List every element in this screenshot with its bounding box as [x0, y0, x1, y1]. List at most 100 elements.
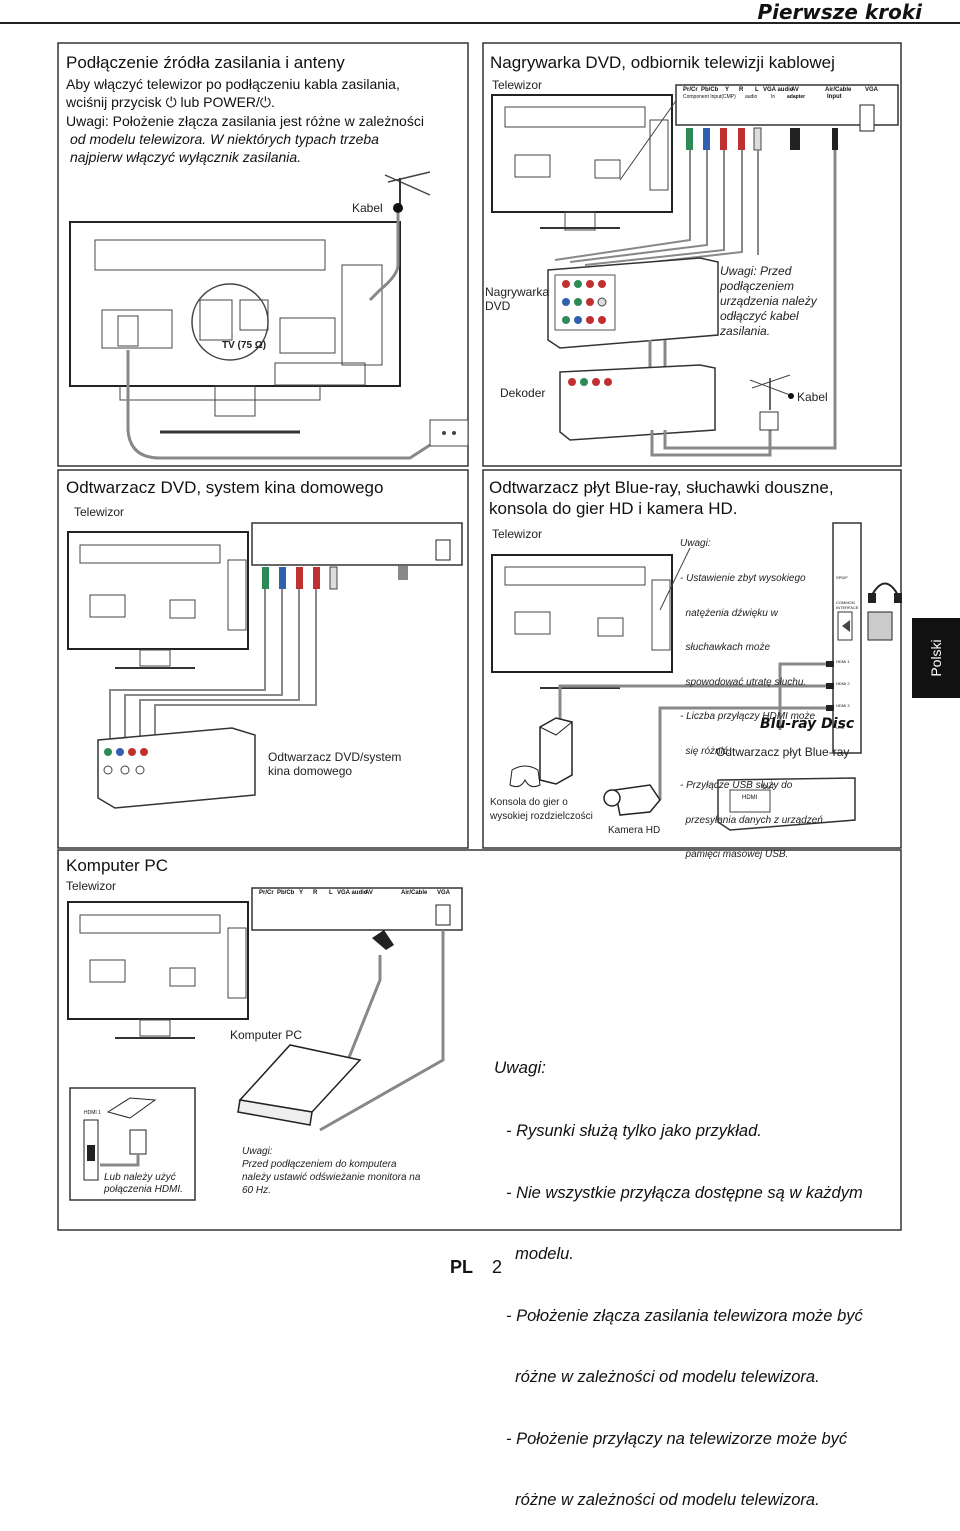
port-pbcb: Pb/Cb: [701, 87, 719, 93]
hd-camera-icon: [603, 784, 661, 816]
usb-label: USB: [836, 725, 845, 730]
antenna-icon: [384, 171, 431, 213]
pc-note-1: Uwagi:: [242, 1146, 273, 1157]
pc-tv-back: [67, 901, 249, 1039]
bluray-out-label: OUT: [762, 785, 775, 791]
bluray-note-line: - Ustawienie zbyt wysokiego: [680, 573, 806, 584]
dvr-note-4: odłączyć kabel: [720, 309, 799, 323]
bluray-section-frame: [482, 469, 902, 849]
dvr-note-1: Uwagi: Przed: [720, 264, 792, 278]
dvr-cable-label: Kabel: [797, 390, 828, 404]
antenna-cable: [368, 213, 400, 302]
footer-lang: PL: [450, 1257, 474, 1277]
bluray-player-box: [717, 777, 856, 831]
pc-port-prcr: Pr/Cr: [259, 890, 274, 896]
dvr-plugs: [686, 104, 875, 151]
pc-note-3: należy ustawić odświeżanie monitora na: [242, 1172, 421, 1183]
port-audio: audio: [745, 94, 758, 100]
dvd-port-strip: [251, 522, 463, 566]
pc-port-av: AV: [365, 890, 373, 896]
pc-port-aircable: Air/Cable: [401, 890, 428, 896]
dvd-section-frame: [57, 469, 469, 849]
power-instruction-2: wciśnij przycisk ⏻ lub POWER/⏻.: [66, 94, 275, 110]
bluray-notes: - Ustawienie zbyt wysokiego natężenia dź…: [680, 550, 823, 872]
power-cable-label: Kabel: [352, 201, 383, 215]
general-note-line: - Rysunki służą tylko jako przykład.: [506, 1122, 762, 1140]
bluray-note-title: Uwagi:: [680, 538, 711, 549]
bluray-note-line: przesyłania danych z urządzeń: [680, 814, 823, 826]
pc-port-vga-audio: VGA audio: [337, 890, 368, 896]
general-notes-title: Uwagi:: [494, 1058, 546, 1077]
power-tv-back: [69, 221, 401, 434]
bluray-player-label: Odtwarzacz płyt Blue-ray: [716, 745, 850, 759]
bluray-note-line: pamięci masowej USB.: [680, 849, 789, 860]
port-av: AV: [791, 87, 799, 93]
port-aircable: Air/Cable: [825, 87, 852, 93]
pc-section-frame: [57, 849, 902, 1231]
power-note-2: od modelu telewizora. W niektórych typac…: [70, 131, 379, 147]
general-note-line: - Położenie przyłączy na telewizorze moż…: [506, 1429, 848, 1448]
port-vga-in: In: [771, 94, 776, 100]
power-instruction-1: Aby włączyć telewizor po podłączeniu kab…: [66, 76, 400, 92]
game-console-icon: [509, 717, 573, 788]
dvd-plugs: [262, 539, 451, 590]
pc-port-l: L: [329, 890, 333, 896]
power-instruction-2b: lub: [180, 94, 200, 110]
power-button-label: POWER/: [203, 94, 260, 110]
audio-plug-icon: [372, 930, 394, 950]
recorder-label-1: Nagrywarka: [485, 285, 550, 299]
port-vga-audio: VGA audio: [763, 87, 794, 93]
decoder-label: Dekoder: [500, 386, 546, 400]
hdmi3-label: HDMI 3: [836, 703, 850, 708]
dvr-note-2: podłączeniem: [720, 279, 795, 293]
pc-port-pbcb: Pb/Cb: [277, 890, 295, 896]
power-note-1: Uwagi: Położenie złącza zasilania jest r…: [66, 113, 424, 129]
common-interface-label: COMMON INTERFACE: [836, 600, 859, 610]
bluray-note-line: - Przyłącze USB służy do: [680, 780, 793, 791]
pc-port-r: R: [313, 890, 318, 896]
bluray-section-title-1: Odtwarzacz płyt Blue-ray, słuchawki dous…: [489, 478, 834, 497]
power-icon: ⏻: [165, 94, 177, 110]
pc-tv-label: Telewizor: [66, 879, 117, 893]
connection-diagrams: Blu-ray Disc: [57, 42, 902, 1231]
port-r: R: [739, 87, 744, 93]
hdmi2-label: HDMI 2: [836, 681, 850, 686]
port-adapter: adapter: [787, 94, 806, 100]
port-y: Y: [725, 87, 730, 93]
bluray-hdmi-label: HDMI: [742, 795, 758, 801]
bluray-note-line: - Liczba przyłączy HDMI może: [680, 711, 816, 722]
decoder-box: [559, 364, 716, 441]
pc-port-vga: VGA: [437, 890, 451, 896]
general-note-line: różne w zależności od modelu telewizora.: [506, 1368, 820, 1386]
pc-hdmi1-label: HDMI 1: [84, 1110, 101, 1116]
headphones-icon: [868, 582, 902, 603]
pc-port-strip: [251, 887, 463, 931]
bluray-section-title-2: konsola do gier HD i kamera HD.: [489, 499, 738, 518]
hdmi-note-2: połączenia HDMI.: [104, 1184, 183, 1195]
dvr-section-title: Nagrywarka DVD, odbiornik telewizji kabl…: [490, 53, 835, 72]
bluray-note-line: natężenia dźwięku w: [680, 607, 778, 619]
pc-port-y: Y: [299, 890, 304, 896]
language-side-tab: Polski: [912, 618, 960, 698]
dvd-player-label-2: kina domowego: [268, 764, 353, 778]
pc-section-title: Komputer PC: [66, 856, 169, 875]
general-note-line: modelu.: [506, 1245, 574, 1263]
laptop-icon: [237, 1044, 362, 1126]
hdmi-note-1: Lub należy użyć: [104, 1172, 176, 1183]
bluray-tv-back: [491, 554, 673, 689]
power-icon-2: ⏻: [259, 94, 271, 110]
pc-note-2: Przed podłączeniem do komputera: [242, 1159, 397, 1170]
recorder-box: [547, 257, 719, 349]
dvr-tv-back: [491, 94, 673, 231]
ci-card-icon: [867, 611, 893, 641]
hdmi1-label: HDMI 1: [836, 659, 850, 664]
dvd-tv-label: Telewizor: [74, 505, 125, 519]
recorder-jacks: [562, 280, 607, 324]
dvr-note-5: zasilania.: [720, 324, 771, 338]
header-bar: [0, 0, 960, 24]
bluray-note-line: spowodować utratę słuchu.: [680, 676, 807, 688]
dvd-section-title: Odtwarzacz DVD, system kina domowego: [66, 478, 384, 497]
recorder-label-2: DVD: [485, 299, 511, 313]
port-l: L: [755, 87, 759, 93]
general-note-line: - Położenie złącza zasilania telewizora …: [506, 1306, 863, 1325]
